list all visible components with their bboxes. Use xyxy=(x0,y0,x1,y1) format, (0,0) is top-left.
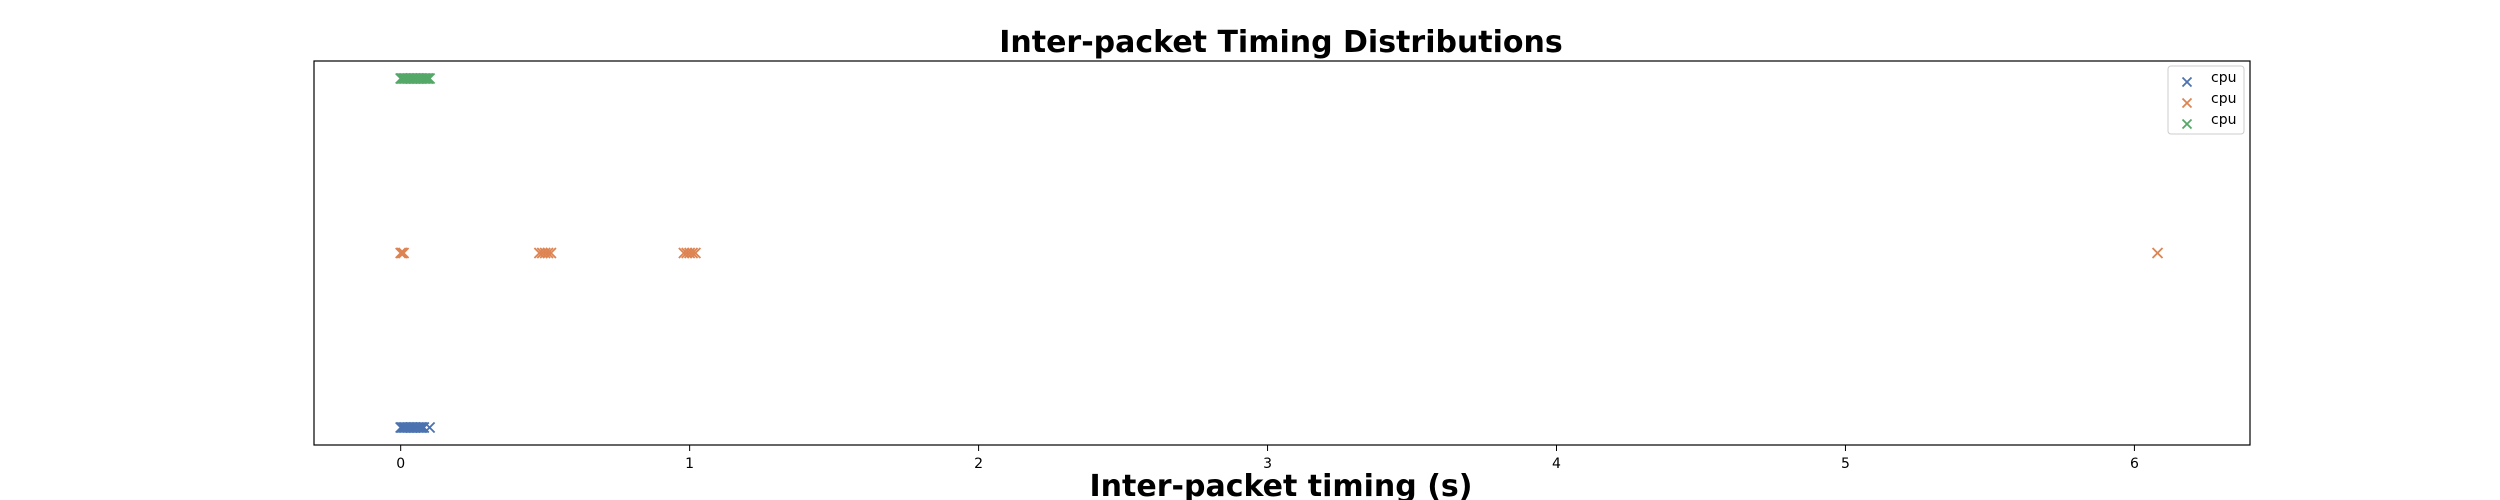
data-point xyxy=(542,247,554,259)
chart-title: Inter-packet Timing Distributions xyxy=(999,25,1563,60)
series-2-points xyxy=(395,72,436,85)
data-point xyxy=(423,421,436,434)
x-tick-label: 4 xyxy=(1552,456,1561,472)
data-point xyxy=(689,247,702,259)
series-0-points xyxy=(395,421,436,434)
series-1-points xyxy=(395,247,2164,259)
x-tick-label: 6 xyxy=(2130,456,2139,472)
legend-entry: cpu xyxy=(2181,91,2236,109)
legend-entry: cpu xyxy=(2181,112,2236,130)
x-axis-label: Inter-packet timing (s) xyxy=(1090,469,1473,500)
x-tick-label: 5 xyxy=(1841,456,1850,472)
legend: cpu cpu cpu xyxy=(2167,65,2245,135)
legend-label: cpu xyxy=(2211,91,2236,107)
legend-label: cpu xyxy=(2211,70,2236,86)
data-point xyxy=(422,72,434,85)
legend-entry: cpu xyxy=(2181,70,2236,88)
x-tick-label: 3 xyxy=(1263,456,1272,472)
data-point xyxy=(415,421,427,434)
legend-label: cpu xyxy=(2211,112,2236,128)
legend-marker xyxy=(2181,118,2193,130)
data-point xyxy=(395,247,407,259)
data-point xyxy=(396,247,408,259)
data-point xyxy=(423,72,436,85)
data-point xyxy=(2151,247,2164,259)
data-points xyxy=(395,72,2164,434)
data-point xyxy=(545,247,557,259)
data-point xyxy=(413,421,426,434)
legend-marker xyxy=(2181,97,2193,109)
plot-area xyxy=(313,60,2251,446)
legend-marker xyxy=(2181,76,2193,88)
data-point xyxy=(397,247,410,259)
data-point xyxy=(421,72,433,85)
x-tick-label: 0 xyxy=(396,456,405,472)
x-tick-label: 2 xyxy=(974,456,983,472)
x-tick-label: 1 xyxy=(685,456,694,472)
x-axis-ticks: 0 1 2 3 4 5 6 xyxy=(396,445,2139,472)
data-point xyxy=(419,72,431,85)
data-point xyxy=(686,247,699,259)
